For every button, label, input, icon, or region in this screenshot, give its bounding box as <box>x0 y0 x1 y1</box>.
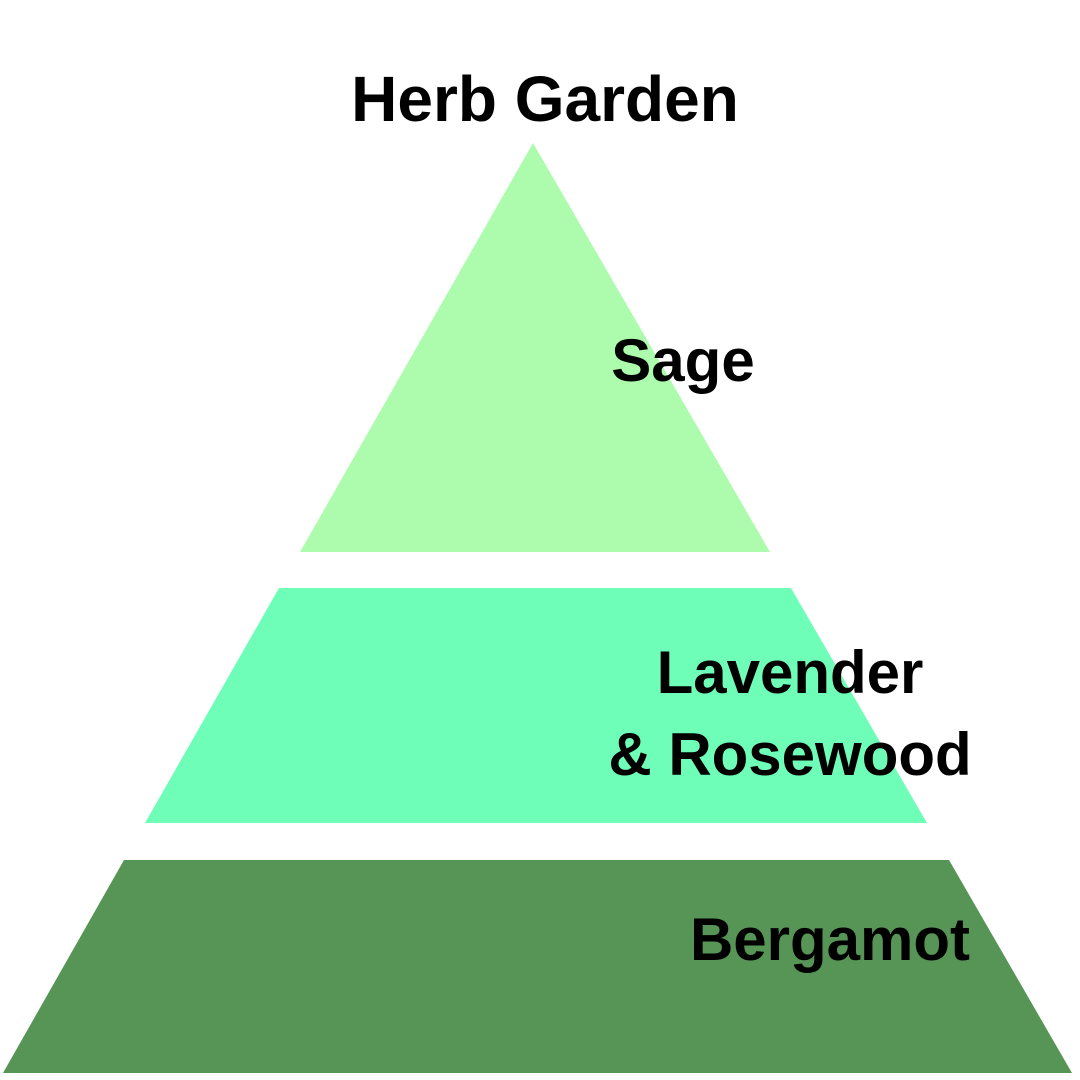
tier-bottom-label: Bergamot <box>689 906 971 973</box>
tier-top-shape <box>300 143 770 552</box>
tier-top-label: Sage <box>611 327 755 394</box>
tier-middle-label: Lavender & Rosewood <box>608 632 971 796</box>
tier-bottom-shape <box>3 860 1072 1073</box>
page-title: Herb Garden <box>351 63 739 135</box>
tier-middle-shape <box>145 588 927 823</box>
tier-middle-label-line1: Lavender <box>656 639 924 706</box>
tier-middle-label-line2: & Rosewood <box>608 721 972 788</box>
